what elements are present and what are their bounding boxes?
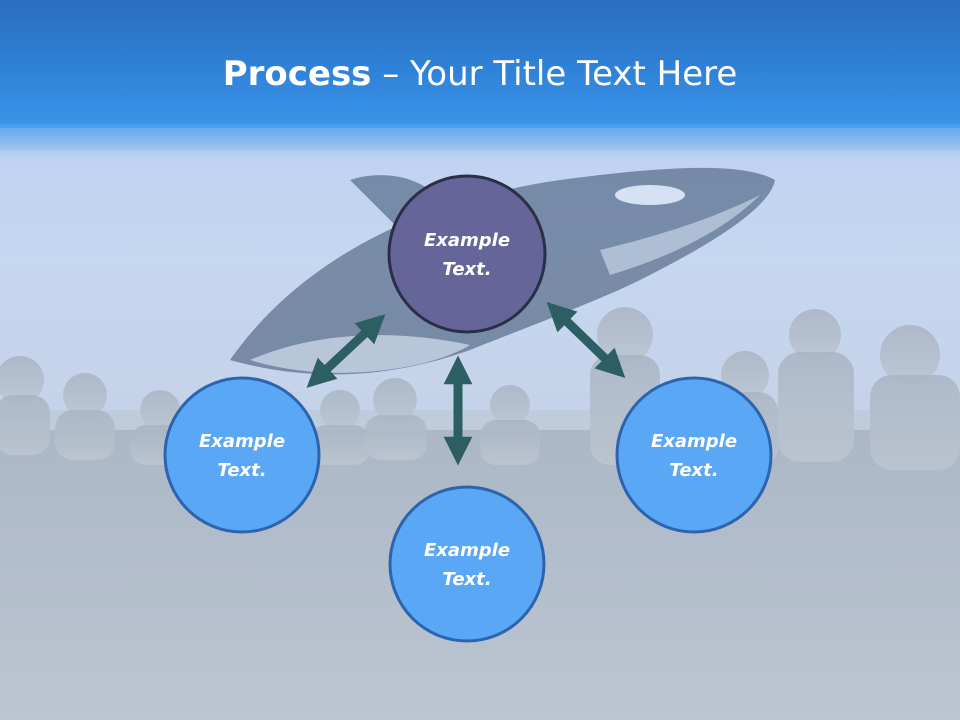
node-left-circle [163, 376, 321, 534]
node-top-circle [387, 174, 547, 334]
node-bottom-line1: Example [424, 540, 510, 561]
node-left: Example Text. [163, 376, 321, 534]
node-right-line2: Text. [669, 460, 718, 481]
node-top: Example Text. [387, 174, 547, 334]
arrow-top-left [306, 314, 386, 388]
slide-title: Process – Your Title Text Here [0, 52, 960, 96]
title-bar-glow [0, 124, 960, 158]
node-top-line2: Text. [442, 259, 491, 280]
node-left-line2: Text. [217, 460, 266, 481]
node-right: Example Text. [615, 376, 773, 534]
title-bar [0, 0, 960, 128]
node-bottom-line2: Text. [442, 569, 491, 590]
node-left-line1: Example [199, 431, 285, 452]
node-bottom-circle [388, 485, 546, 643]
title-rest-part: – Your Title Text Here [371, 54, 738, 94]
node-top-line1: Example [424, 230, 510, 251]
title-bold-part: Process [222, 54, 372, 94]
node-right-circle [615, 376, 773, 534]
arrow-top-right [546, 301, 626, 379]
node-bottom: Example Text. [388, 485, 546, 643]
node-right-line1: Example [651, 431, 737, 452]
